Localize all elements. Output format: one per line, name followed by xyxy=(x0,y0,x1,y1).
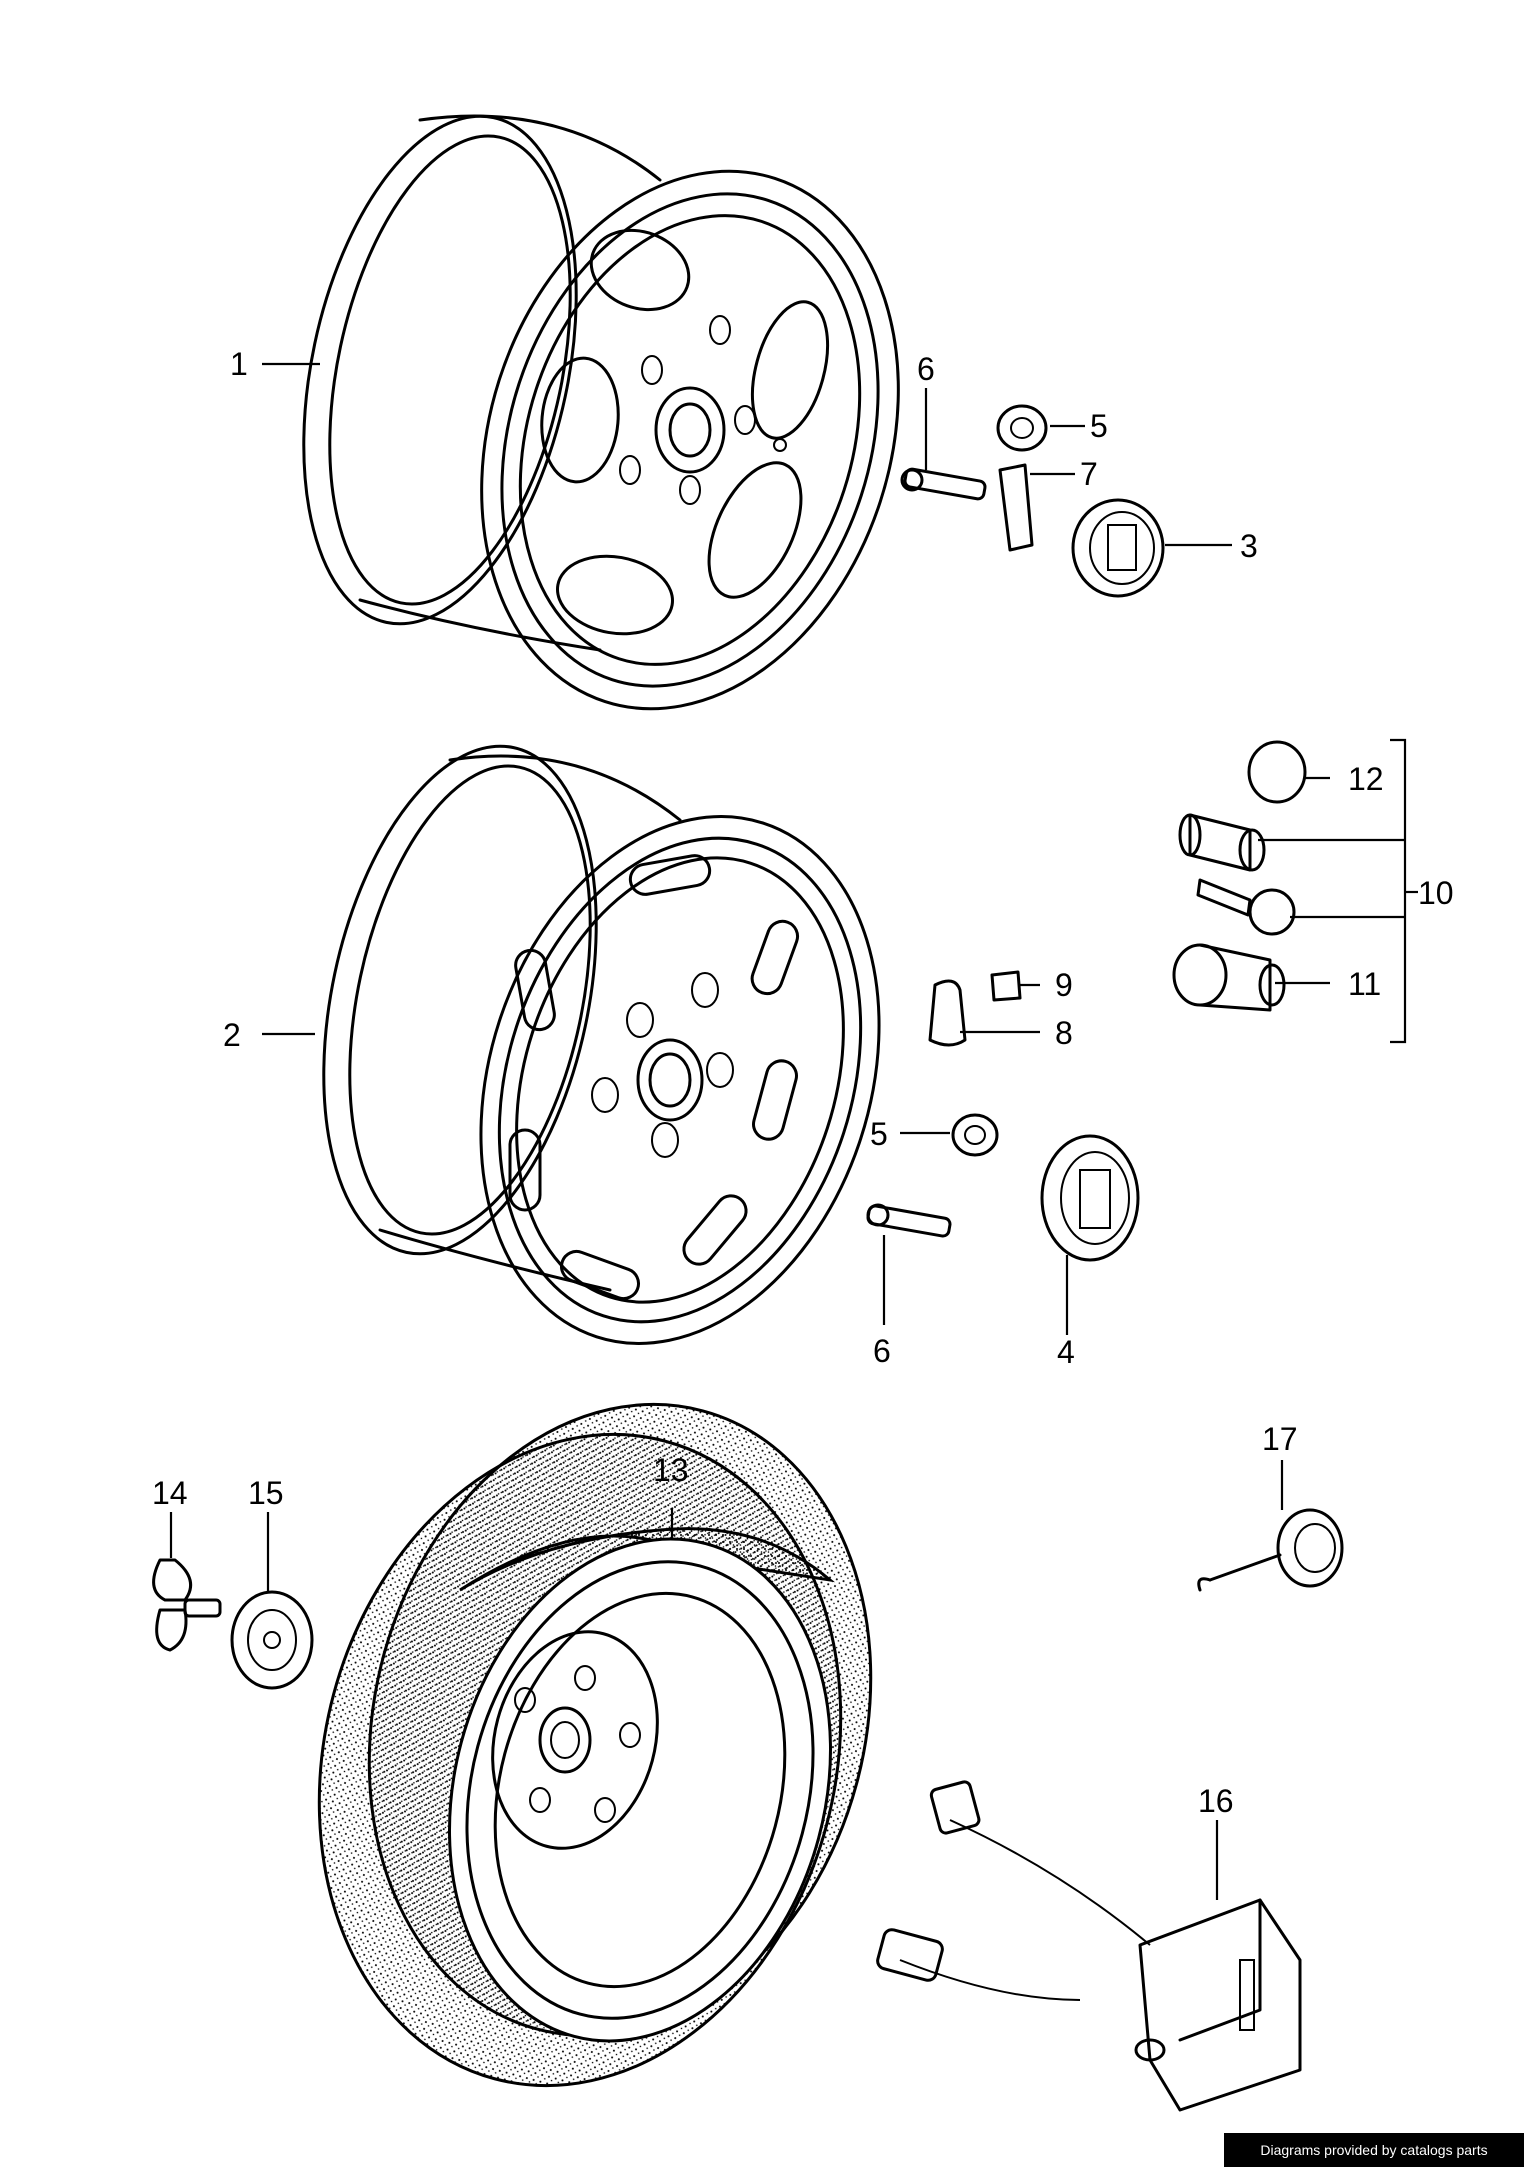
balance-weight-upper xyxy=(998,463,1034,552)
credit-banner: Diagrams provided by catalogs parts xyxy=(1224,2133,1524,2167)
callout-9: 9 xyxy=(1055,967,1073,1003)
lock-kit-bracket xyxy=(1390,738,1407,1044)
spare-wheel-with-tyre xyxy=(317,1402,873,2088)
callout-16: 16 xyxy=(1198,1783,1234,1819)
callout-13: 13 xyxy=(653,1452,689,1488)
balance-weight-clip xyxy=(990,970,1022,1002)
spare-wheel-cap xyxy=(230,1590,314,1690)
wheel-centre-cap-upper xyxy=(1071,498,1165,598)
callout-15: 15 xyxy=(248,1475,284,1511)
callout-3: 3 xyxy=(1240,528,1258,564)
air-compressor xyxy=(876,1780,1302,2112)
callout-1: 1 xyxy=(230,346,248,382)
valve-upper xyxy=(900,467,987,501)
callout-labels: 1 2 3 4 5 5 6 6 7 8 9 10 11 12 13 14 15 … xyxy=(152,346,1454,1819)
callout-4: 4 xyxy=(1057,1334,1075,1370)
callout-6-upper: 6 xyxy=(917,351,935,387)
wheel-centre-cap-lower xyxy=(1040,1134,1140,1262)
callout-17: 17 xyxy=(1262,1421,1298,1457)
lock-cover-cap xyxy=(1247,740,1307,804)
leader-lines xyxy=(169,362,1418,1900)
balance-weight-lower xyxy=(928,979,967,1047)
callout-6-lower: 6 xyxy=(873,1333,891,1369)
valve-lower xyxy=(866,1203,952,1238)
wheel-nut-lower xyxy=(951,1113,999,1157)
callout-11: 11 xyxy=(1348,966,1381,1002)
lock-key xyxy=(1196,878,1296,936)
callout-14: 14 xyxy=(152,1475,188,1511)
callout-12: 12 xyxy=(1348,761,1384,797)
lock-cylinder xyxy=(1172,943,1286,1012)
alloy-wheel-cup-design xyxy=(302,114,900,711)
wing-bolt xyxy=(152,1558,222,1652)
lock-cylinder-housing xyxy=(1178,813,1266,872)
callout-10: 10 xyxy=(1418,875,1454,911)
tyre-pressure-gauge xyxy=(1197,1508,1344,1592)
callout-8: 8 xyxy=(1055,1015,1073,1051)
alloy-wheel-slotted-design xyxy=(322,744,881,1345)
wheel-nut-upper xyxy=(996,404,1048,452)
callout-7: 7 xyxy=(1080,456,1098,492)
callout-5-upper: 5 xyxy=(1090,408,1108,444)
callout-2: 2 xyxy=(223,1017,241,1053)
callout-5-lower: 5 xyxy=(870,1116,888,1152)
